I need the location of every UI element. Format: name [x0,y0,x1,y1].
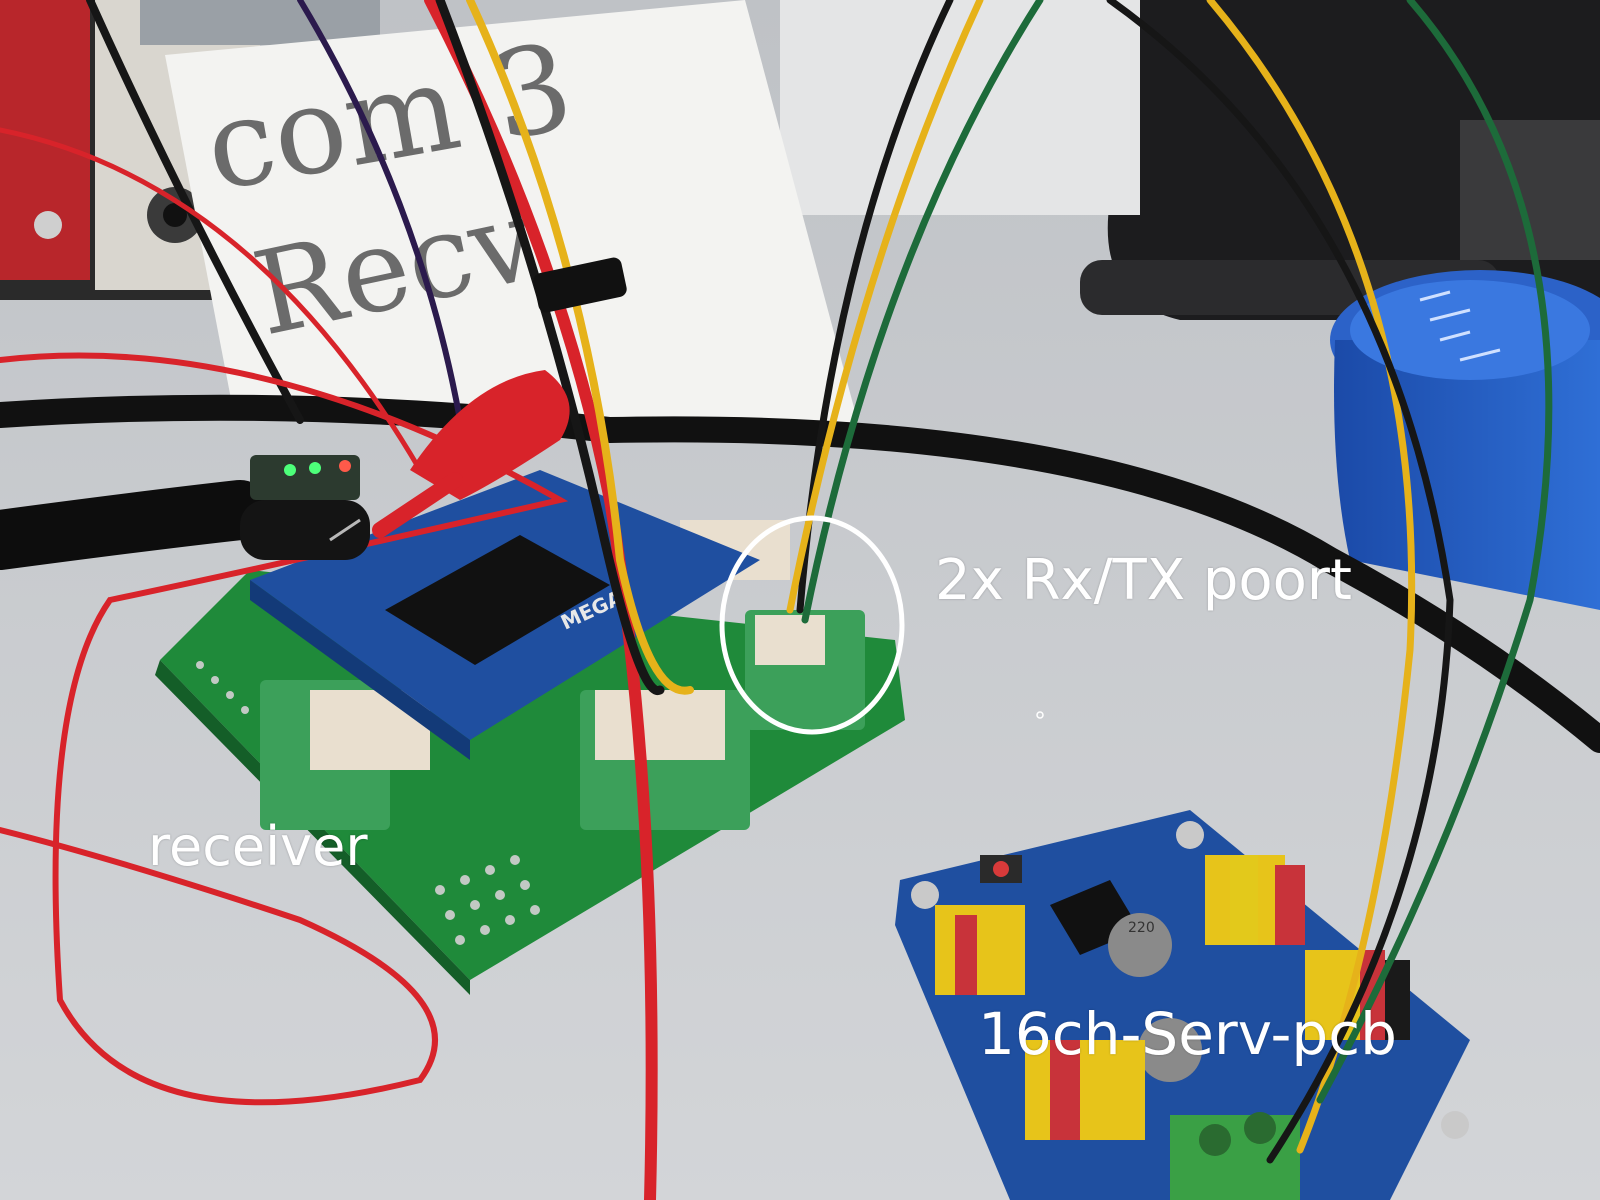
annotation-dot [1036,711,1044,719]
capacitor-marking: 220 [1128,920,1155,936]
green-pcb [155,520,905,995]
probe-clip [240,370,570,560]
servo-board-label: 16ch-Serv-pcb [978,1000,1397,1068]
monitor-stand [780,0,1600,320]
probe-cable [0,480,270,570]
wires [0,0,1553,1200]
ports-highlight-ellipse [719,515,905,735]
servo-pcb: 220 [895,810,1470,1200]
receiver-label: receiver [148,815,368,878]
ports-label: 2x Rx/TX poort [935,548,1352,613]
cable-tie [533,257,627,313]
